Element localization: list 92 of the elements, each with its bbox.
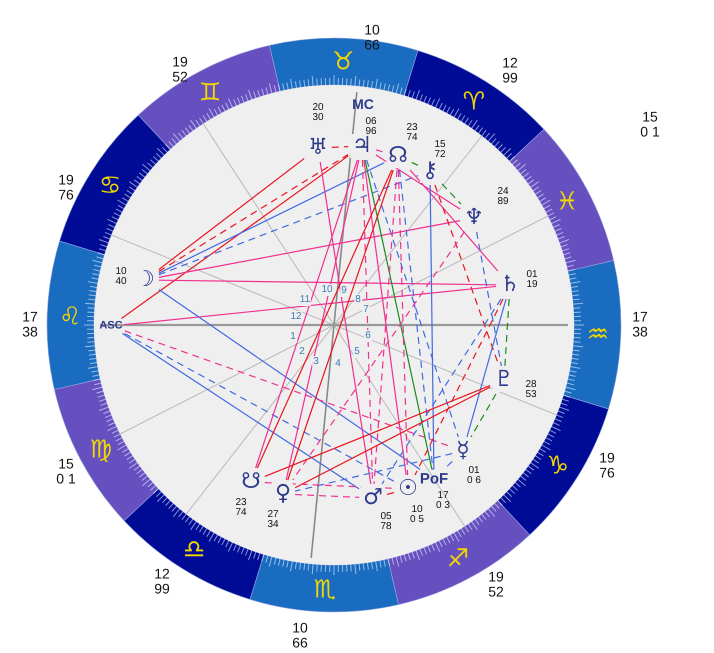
aspect-line [292, 232, 465, 480]
aspect-line [121, 155, 348, 319]
zodiac-sign-symbol: ♑ [546, 452, 570, 478]
aspect-line [264, 482, 394, 489]
aspect-line [430, 185, 434, 470]
zodiac-sign-symbol: ♋ [98, 172, 122, 198]
aspect-line [412, 162, 418, 166]
house-number: 10 [320, 284, 334, 296]
aspect-line [398, 170, 434, 470]
cusp-degree-label: 17 38 [631, 310, 649, 340]
zodiac-sign-symbol: ♎ [182, 536, 206, 562]
aspect-line [470, 394, 496, 438]
house-number: 11 [298, 294, 312, 306]
aspect-line [414, 298, 504, 476]
aspect-line [504, 298, 510, 366]
zodiac-sign-symbol: ♒ [586, 322, 610, 347]
aspect-line [382, 298, 502, 484]
aspect-line [398, 170, 408, 476]
zodiac-sign-symbol: ♈ [462, 88, 486, 114]
degree-label: 17 0 3 [435, 491, 451, 511]
axis-label: ASC [99, 320, 123, 332]
zodiac-sign-symbol: ♏ [314, 576, 336, 602]
aspect-line [256, 170, 392, 468]
aspect-line [287, 170, 394, 480]
aspect-line [476, 232, 502, 366]
aspect-line [410, 170, 498, 272]
degree-label: 27 34 [266, 510, 280, 530]
house-number: 7 [362, 304, 370, 316]
degree-label: 01 19 [525, 270, 539, 290]
cusp-degree-label: 15 0 1 [639, 110, 661, 140]
aspect-line [466, 298, 507, 438]
aspect-line [286, 160, 360, 480]
cusp-degree-label: 19 52 [171, 54, 189, 86]
zodiac-sign-symbol: ♍ [90, 436, 112, 462]
aspect-line [376, 154, 460, 210]
zodiac-sign-symbol: ♐ [446, 546, 470, 571]
degree-label: 06 96 [365, 117, 378, 137]
house-number: 6 [364, 330, 372, 342]
degree-label: 23 74 [405, 123, 419, 143]
cusp-degree-label: 10 66 [363, 22, 381, 54]
degree-label: 15 72 [433, 140, 447, 160]
aspect-line [158, 175, 418, 276]
degree-label: 28 53 [524, 380, 538, 400]
cusp-degree-label: 19 76 [57, 172, 75, 204]
aspect-line [158, 158, 304, 270]
house-number: 5 [353, 346, 361, 358]
cusp-degree-label: 10 66 [291, 620, 309, 652]
degree-label: 20 30 [311, 103, 325, 123]
cusp-degree-label: 12 99 [501, 56, 519, 86]
aspect-line [124, 286, 496, 326]
aspect-line [366, 160, 459, 438]
cusp-degree-label: 19 76 [598, 450, 616, 482]
zodiac-sign-symbol: ♉ [332, 48, 354, 74]
house-number: 3 [312, 356, 320, 368]
aspect-line [376, 149, 384, 153]
house-number: 9 [340, 285, 348, 297]
zodiac-sign-symbol: ♌ [58, 303, 82, 328]
aspect-line [158, 154, 348, 272]
planet-symbol: ♃ [350, 134, 374, 158]
axis-label: MC [352, 97, 374, 111]
degree-label: 23 74 [234, 498, 248, 518]
aspect-line [255, 160, 358, 468]
zodiac-sign-symbol: ♓ [556, 188, 578, 214]
aspect-line [332, 146, 348, 148]
house-number: 1 [289, 331, 297, 343]
aspect-line [158, 280, 496, 286]
aspect-line [442, 183, 462, 204]
degree-label: 24 89 [496, 187, 510, 207]
degree-label: 05 78 [379, 512, 393, 532]
aspect-line [158, 162, 384, 274]
aspect-line [124, 332, 394, 482]
cusp-degree-label: 17 38 [21, 310, 39, 340]
zodiac-sign-symbol: ♊ [198, 79, 222, 104]
aspect-line [320, 162, 372, 484]
axis-label: PoF [420, 472, 448, 486]
aspect-line [158, 220, 460, 278]
degree-label: 01 0 6 [466, 466, 482, 486]
aspect-line [364, 160, 433, 470]
cusp-degree-label: 12 99 [153, 566, 171, 598]
aspect-line [373, 170, 398, 484]
aspect-line [158, 289, 421, 470]
aspect-line [295, 494, 360, 498]
aspect-line [294, 386, 490, 488]
aspect-line [363, 160, 407, 476]
aspect-line [294, 452, 452, 492]
cusp-degree-label: 19 52 [487, 570, 505, 600]
aspect-line [264, 385, 490, 477]
degree-label: 10 0 5 [409, 505, 425, 525]
aspect-line [122, 333, 360, 490]
aspect-line [386, 492, 394, 496]
degree-label: 10 40 [114, 267, 128, 287]
cusp-degree-label: 15 0 1 [55, 456, 77, 488]
